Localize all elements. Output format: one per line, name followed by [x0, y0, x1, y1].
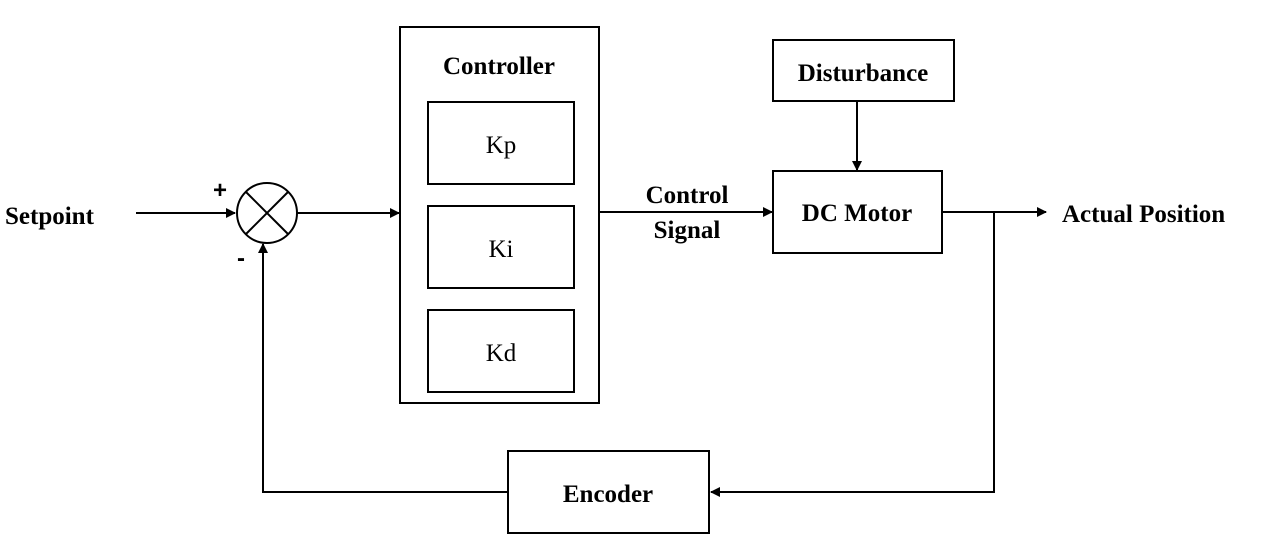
control-signal-label-line2: Signal [654, 217, 721, 244]
ki-label: Ki [489, 236, 514, 263]
controller-title: Controller [443, 53, 555, 80]
feedback-line-to-junction [258, 243, 508, 493]
ki-block [427, 205, 575, 289]
actual-position-label: Actual Position [1062, 201, 1225, 228]
minus-sign: - [237, 245, 245, 272]
kp-label: Kp [486, 132, 517, 159]
encoder-block [507, 450, 710, 534]
summing-junction [236, 182, 298, 244]
dc-motor-block [772, 170, 943, 254]
feedback-line-to-encoder [710, 212, 995, 497]
setpoint-label: Setpoint [5, 203, 95, 230]
kd-block [427, 309, 575, 393]
kp-block [427, 101, 575, 185]
disturbance-label: Disturbance [798, 60, 929, 87]
encoder-label: Encoder [563, 481, 653, 508]
plus-sign: + [213, 177, 227, 204]
kd-label: Kd [486, 340, 517, 367]
control-signal-label-line1: Control [646, 182, 729, 209]
disturbance-block [772, 39, 955, 102]
dc-motor-label: DC Motor [802, 200, 912, 227]
